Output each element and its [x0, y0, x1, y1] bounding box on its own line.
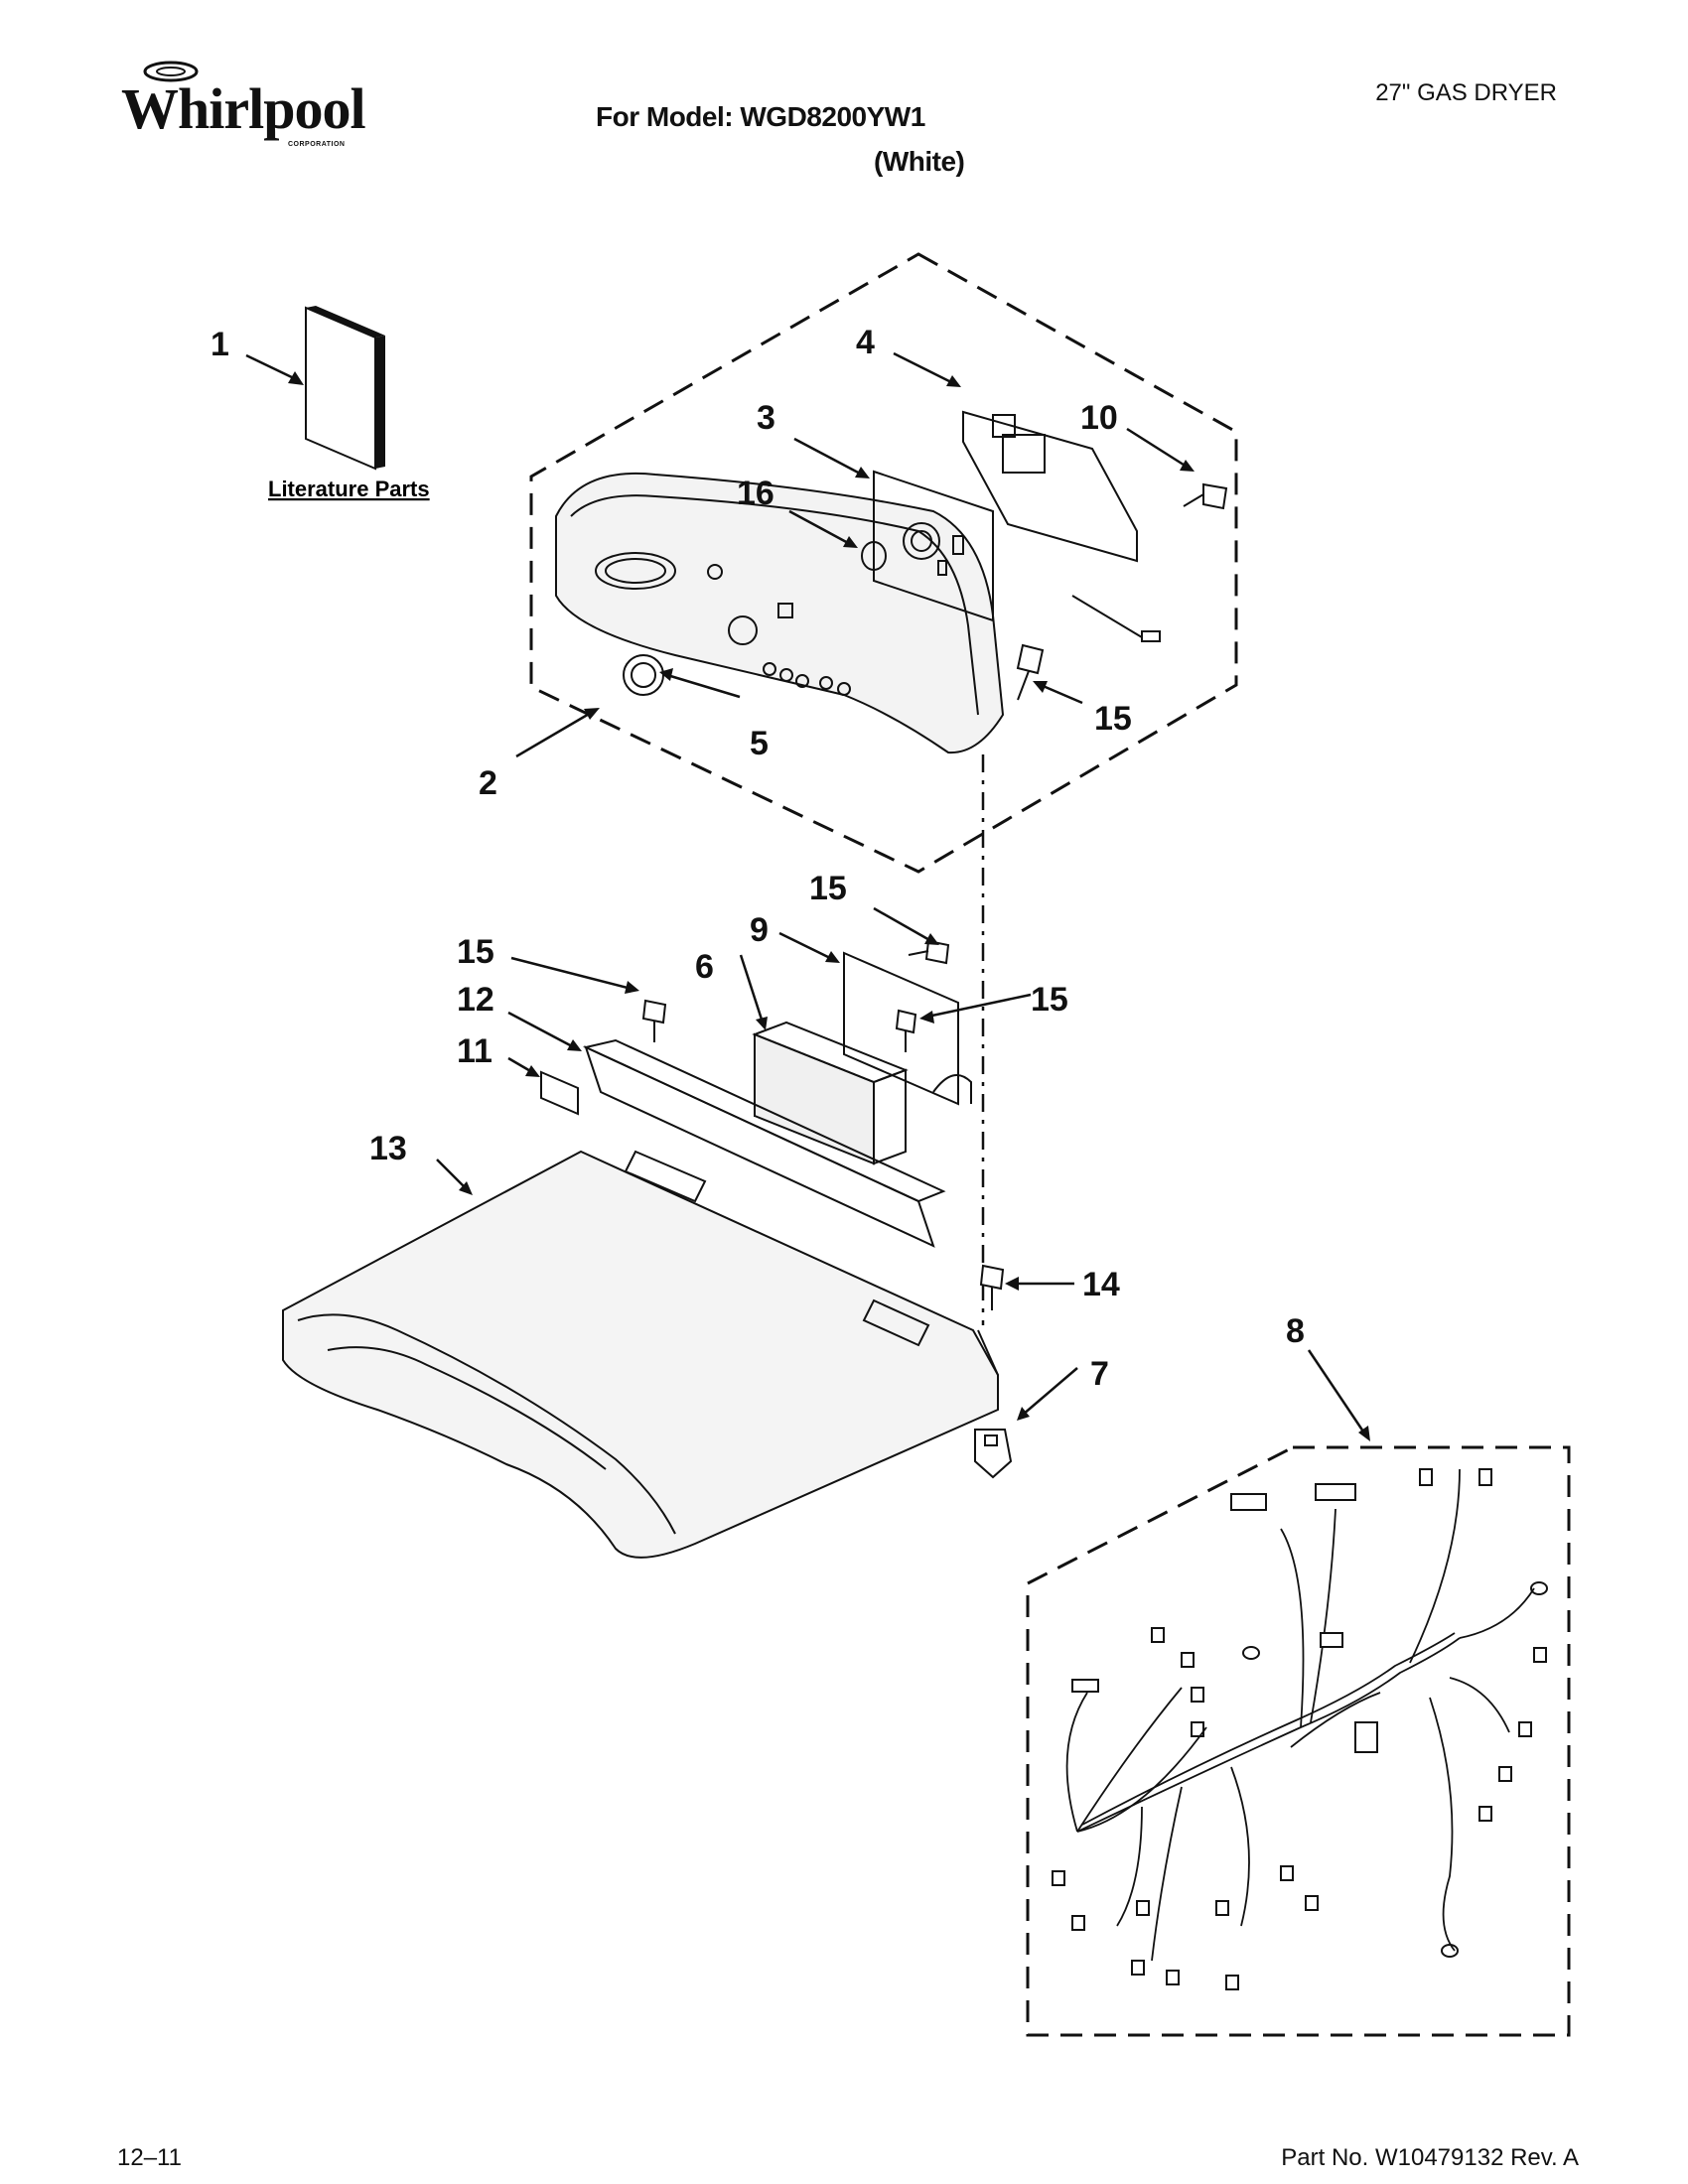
screw-15-left-part [641, 999, 667, 1042]
console-part [555, 472, 1005, 754]
brand-name: Whirlpool [121, 76, 366, 141]
screw-15-right-part [895, 1009, 917, 1052]
console-group-outline [529, 252, 1238, 874]
brand-corporation: CORPORATION [288, 141, 346, 148]
callout-7: 7 [1090, 1355, 1109, 1393]
whirlpool-logo: Whirlpool CORPORATION [121, 58, 389, 157]
callout-13: 13 [369, 1130, 407, 1167]
board-housing-part [962, 410, 1161, 642]
clip-11-part [540, 1070, 579, 1116]
callout-15-console: 15 [1094, 700, 1132, 738]
model-title: For Model: WGD8200YW1 [596, 101, 925, 132]
wire-harness-8-part [1052, 1468, 1548, 1990]
harness-group-outline [1026, 1445, 1571, 2037]
knob-insert-16-part [861, 541, 887, 571]
callout-9: 9 [750, 911, 769, 949]
callout-5: 5 [750, 725, 769, 762]
screw-10-part [1183, 482, 1228, 510]
callout-6: 6 [695, 948, 714, 986]
callout-1: 1 [211, 326, 229, 363]
leader-lines [245, 351, 1370, 1441]
screw-14-part [979, 1264, 1005, 1310]
callout-12: 12 [457, 981, 494, 1019]
callout-15-right: 15 [1031, 981, 1068, 1019]
callout-16: 16 [737, 475, 774, 512]
top-panel-13-part [282, 1150, 999, 1559]
screw-15-upper-part [1016, 643, 1045, 701]
literature-parts-part [305, 306, 385, 471]
knob-5-part [623, 654, 664, 696]
screw-15-top-part [908, 939, 950, 965]
logo-swirl-icon [143, 61, 199, 82]
part-number: Part No. W10479132 Rev. A [1281, 2144, 1579, 2171]
model-color: (White) [874, 146, 965, 177]
foot-7-part [974, 1429, 1013, 1479]
revision-date: 12–11 [117, 2144, 182, 2171]
callout-11: 11 [457, 1032, 492, 1070]
callout-14: 14 [1082, 1266, 1120, 1303]
callout-10: 10 [1080, 399, 1118, 437]
literature-parts-label: Literature Parts [268, 477, 430, 501]
callout-8: 8 [1286, 1312, 1305, 1350]
product-type: 27" GAS DRYER [1375, 79, 1557, 106]
rail-12-part [582, 1038, 946, 1248]
control-board-part [873, 470, 994, 622]
callout-2: 2 [479, 764, 497, 802]
callout-4: 4 [856, 324, 875, 361]
callout-3: 3 [757, 399, 775, 437]
callout-15-top: 15 [809, 870, 847, 907]
callout-15-left: 15 [457, 933, 494, 971]
